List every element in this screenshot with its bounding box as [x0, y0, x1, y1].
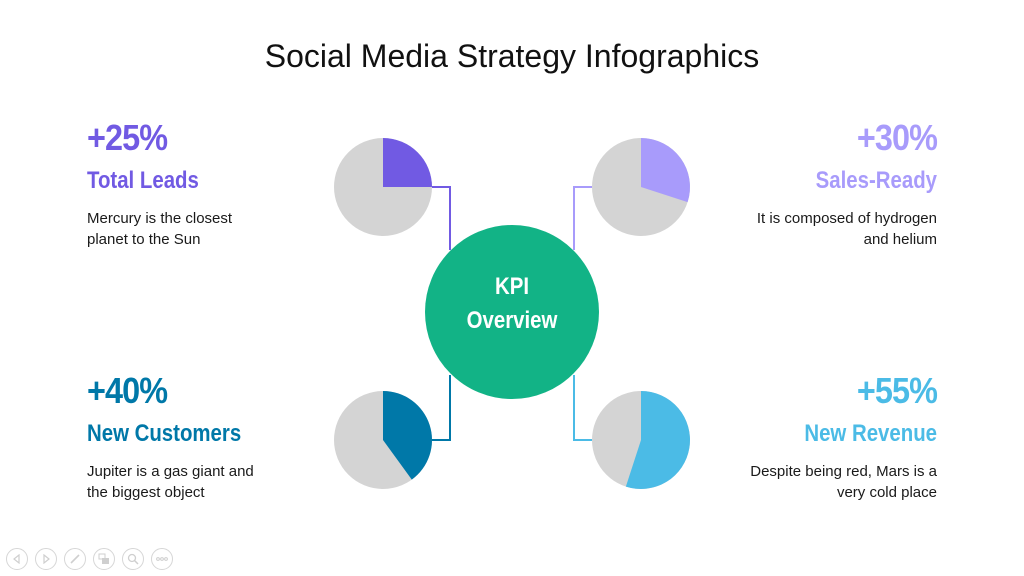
kpi-sales-ready: +30% Sales-Ready It is composed of hydro…	[697, 117, 938, 250]
connector-new-customers	[432, 375, 451, 441]
slide-title: Social Media Strategy Infographics	[264, 38, 760, 74]
pen-tool-button[interactable]	[64, 548, 86, 570]
kpi-new-revenue: +55% New Revenue Despite being red, Mars…	[697, 370, 938, 503]
more-icon	[156, 557, 168, 561]
previous-slide-button[interactable]	[6, 548, 28, 570]
center-line-1: KPI	[494, 273, 529, 300]
kpi-overview-label: KPI Overview	[438, 270, 586, 338]
kpi-percent: +30%	[856, 117, 938, 158]
connector-sales-ready	[573, 186, 592, 250]
kpi-percent: +25%	[87, 117, 168, 158]
more-options-button[interactable]	[151, 548, 173, 570]
pen-icon	[70, 554, 80, 564]
zoom-icon	[127, 553, 139, 565]
kpi-new-customers: +40% New Customers Jupiter is a gas gian…	[87, 371, 327, 503]
kpi-label: New Revenue	[804, 420, 937, 447]
pie-sales-ready	[592, 138, 690, 236]
zoom-button[interactable]	[122, 548, 144, 570]
center-line-2: Overview	[466, 307, 558, 334]
slide-sorter-button[interactable]	[93, 548, 115, 570]
pie-new-revenue	[592, 391, 691, 489]
presentation-toolbar	[6, 548, 173, 570]
next-slide-button[interactable]	[35, 548, 57, 570]
next-icon	[43, 554, 50, 564]
kpi-label: Sales-Ready	[815, 167, 937, 194]
kpi-percent: +40%	[87, 370, 168, 411]
pie-new-customers	[334, 391, 432, 489]
slides-icon	[98, 553, 109, 564]
pie-total-leads	[334, 138, 432, 236]
connector-total-leads	[432, 186, 451, 250]
kpi-overview-circle	[425, 225, 599, 399]
previous-icon	[13, 554, 20, 564]
kpi-percent: +55%	[856, 370, 938, 411]
kpi-label: Total Leads	[87, 167, 199, 194]
connector-new-revenue	[573, 375, 592, 441]
kpi-label: New Customers	[87, 420, 242, 447]
